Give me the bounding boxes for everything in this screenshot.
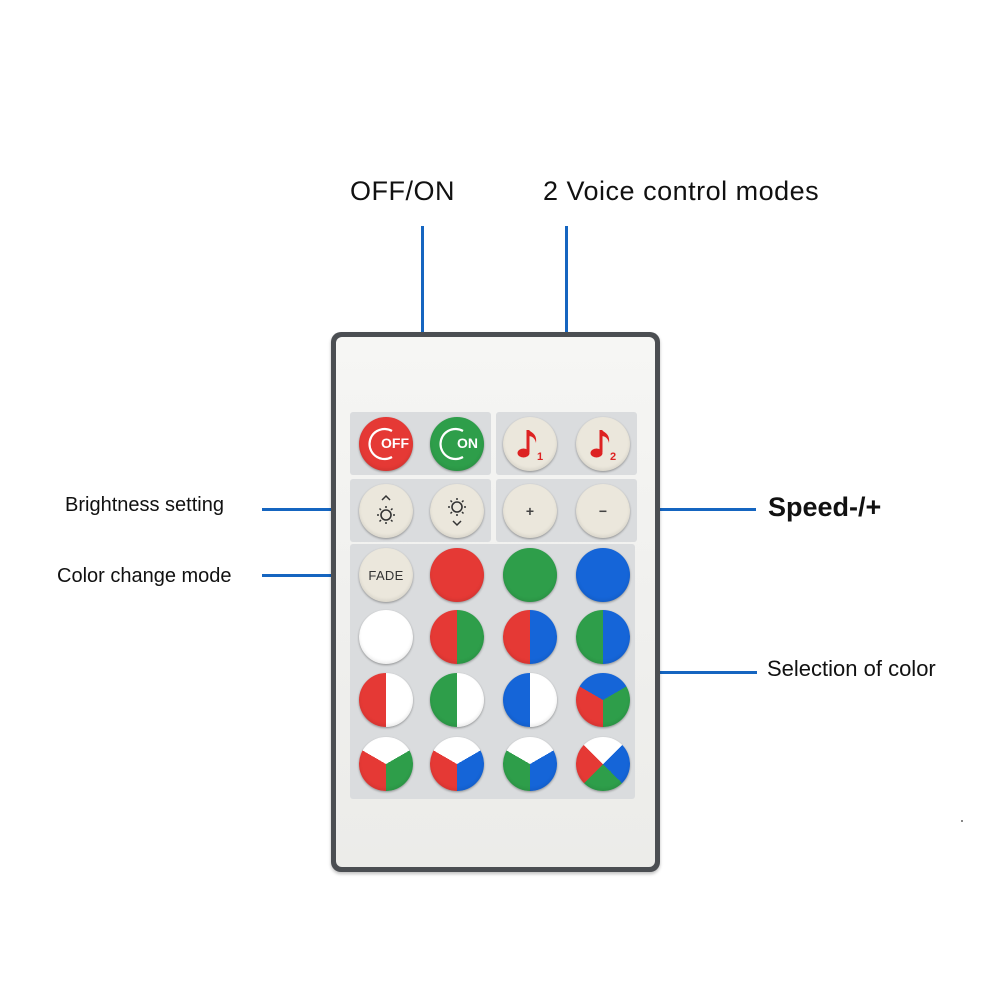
label-brightness: Brightness setting [65,494,224,516]
speed-minus-button[interactable]: − [576,484,630,538]
label-speed: Speed-/+ [768,492,882,522]
music-1-number: 1 [537,451,543,463]
color-red-blue-button[interactable] [503,610,557,664]
remote-control: OFF ON 1 2 [331,332,660,872]
fade-text: FADE [368,567,404,583]
music-mode-1-button[interactable]: 1 [503,417,557,471]
callout-line-brightness [262,508,372,511]
color-white-red-blue-button[interactable] [430,737,484,791]
speed-plus-button[interactable]: + [503,484,557,538]
callout-line-speed [627,508,756,511]
on-text: ON [457,435,478,451]
color-white-red-green-button[interactable] [359,737,413,791]
power-ring-icon [439,427,464,461]
color-blue-button[interactable] [576,548,630,602]
brightness-up-button[interactable] [359,484,413,538]
power-ring-icon [368,427,393,461]
on-button[interactable]: ON [430,417,484,471]
color-red-white-button[interactable] [359,673,413,727]
music-note-icon: 1 [517,430,543,463]
minus-text: − [598,503,608,519]
plus-text: + [525,503,535,519]
off-button[interactable]: OFF [359,417,413,471]
color-blue-white-button[interactable] [503,673,557,727]
label-voice-modes: 2 Voice control modes [543,176,820,206]
color-white-green-blue-button[interactable] [503,737,557,791]
callout-line-voice [565,226,568,436]
label-color-change-mode: Color change mode [57,565,232,587]
color-white-red-green-blue-button[interactable] [576,737,630,791]
color-rgb-tri-button[interactable] [576,673,630,727]
callout-line-color-change [262,574,364,577]
color-green-button[interactable] [503,548,557,602]
music-2-number: 2 [610,451,616,463]
brightness-down-button[interactable] [430,484,484,538]
music-mode-2-button[interactable]: 2 [576,417,630,471]
label-off-on: OFF/ON [350,176,455,206]
color-white-button[interactable] [359,610,413,664]
label-selection-of-color: Selection of color [767,656,936,681]
off-text: OFF [381,435,409,451]
color-red-green-button[interactable] [430,610,484,664]
color-green-white-button[interactable] [430,673,484,727]
speck [961,820,963,822]
sun-arrow-up-icon [377,494,395,524]
callout-line-selection [632,671,757,674]
color-green-blue-button[interactable] [576,610,630,664]
color-red-button[interactable] [430,548,484,602]
music-note-icon: 2 [590,430,616,463]
sun-arrow-down-icon [448,498,466,527]
fade-button[interactable]: FADE [359,548,413,602]
